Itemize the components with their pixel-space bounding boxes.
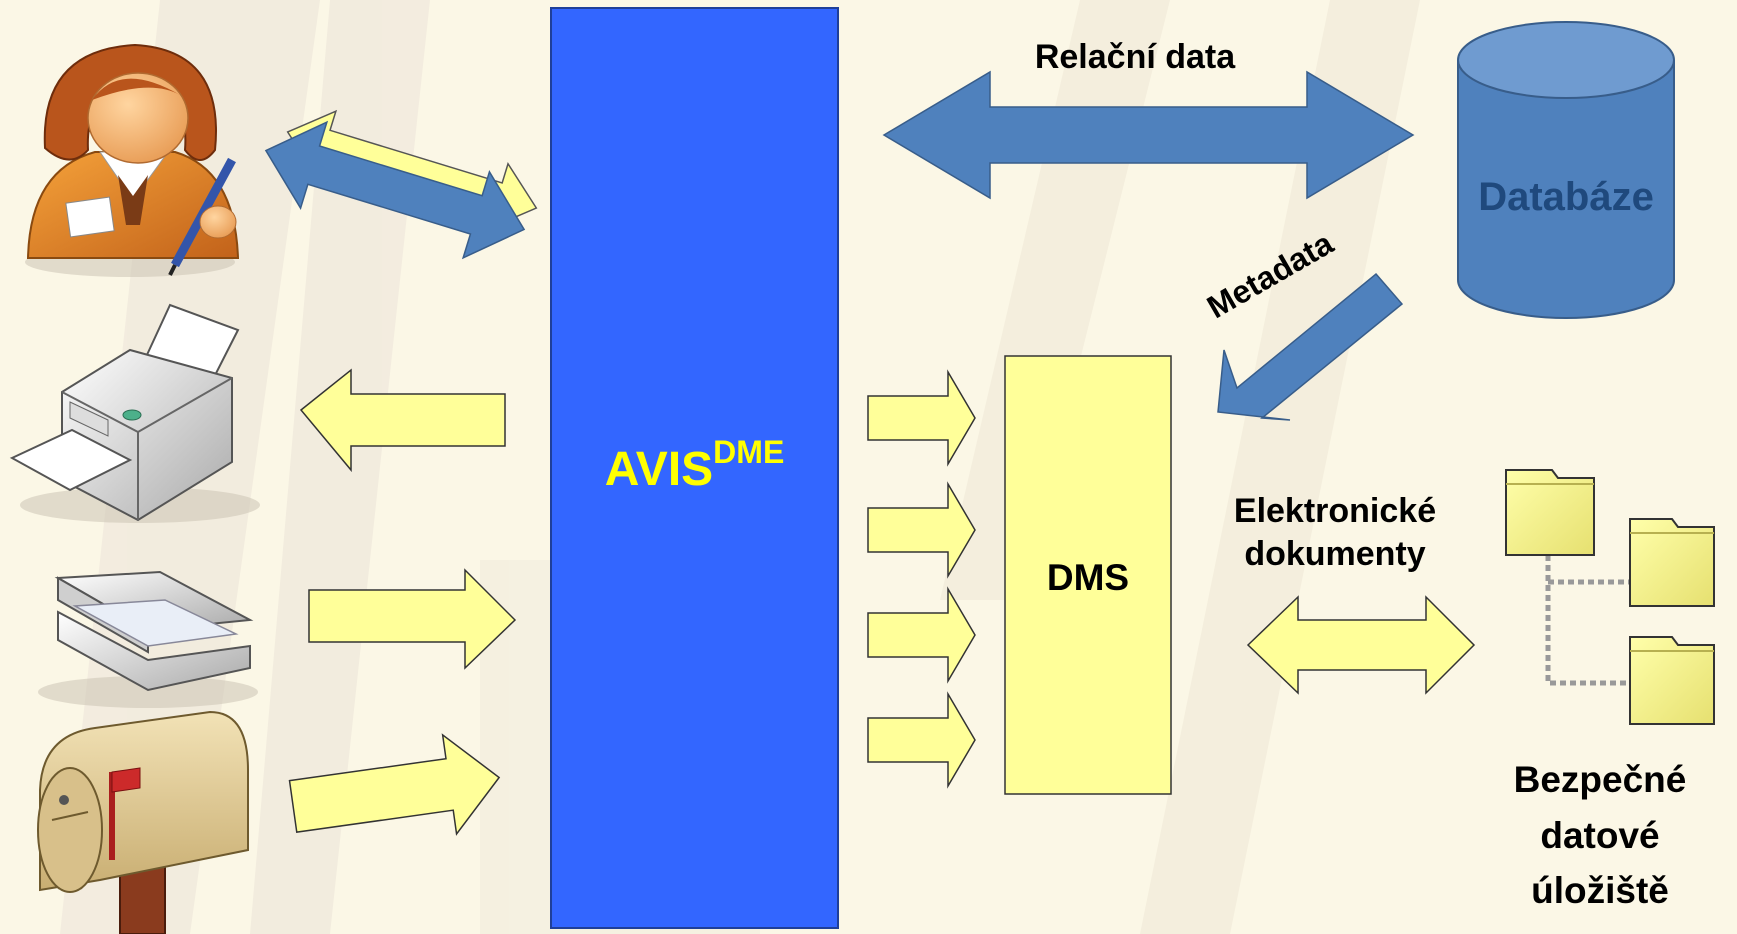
avis-superscript: DME (713, 434, 785, 470)
avis-to-dms-arrows (867, 369, 976, 789)
printer-output-arrow (299, 368, 506, 473)
scanner-input-arrow (308, 568, 517, 670)
avis-label: AVISDME (551, 432, 838, 500)
avis-to-dms-arrow-4 (867, 691, 976, 789)
storage-label-line-3: úložiště (1531, 870, 1669, 911)
avis-to-dms-arrow-1 (867, 369, 976, 467)
documents-label-line-1: Elektronické (1233, 492, 1437, 530)
database-cylinder (1457, 21, 1675, 319)
avis-box (550, 7, 839, 929)
folder-tree-icon (1505, 469, 1715, 725)
relational-data-arrow (882, 70, 1415, 200)
avis-to-dms-arrow-2 (867, 481, 976, 579)
storage-label-line-2: datové (1540, 814, 1660, 856)
documents-label: Elektronické dokumenty (1190, 490, 1480, 575)
relational-data-label: Relační data (1034, 38, 1236, 76)
printer-icon (9, 303, 260, 523)
avis-to-dms-arrow-3 (867, 586, 976, 684)
mail-input-arrow (288, 733, 501, 836)
user-exchange-arrow (264, 120, 526, 260)
user-icon (25, 43, 240, 277)
documents-arrow (1246, 595, 1476, 695)
documents-label-line-2: dokumenty (1244, 534, 1426, 573)
storage-label: Bezpečné datové úložiště (1490, 752, 1710, 919)
avis-name: AVIS (604, 443, 714, 496)
metadata-arrow (1217, 272, 1404, 421)
database-label: Databáze (1478, 175, 1654, 219)
dms-box (1004, 355, 1172, 795)
mailbox-icon (37, 710, 249, 934)
dms-label: DMS (1046, 557, 1130, 598)
scanner-icon (38, 570, 258, 708)
storage-label-line-1: Bezpečné (1513, 759, 1687, 800)
